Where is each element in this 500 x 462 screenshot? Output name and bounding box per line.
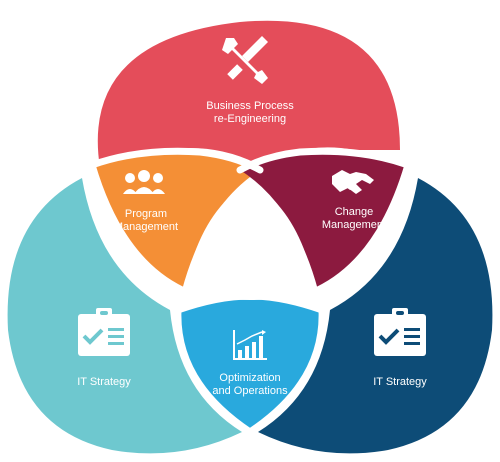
center-area: [184, 182, 316, 300]
program-management-label-line2: Management: [113, 221, 179, 233]
optimization-label: Optimization and Operations: [212, 372, 287, 398]
change-management-label-line2: Management: [321, 219, 387, 231]
segment-business-process: [97, 20, 401, 168]
tools-icon: [222, 36, 268, 84]
optimization-label-line2: and Operations: [212, 385, 288, 397]
business-process-label: Business Process re-Engineering: [206, 100, 293, 126]
handshake-icon: [332, 170, 374, 194]
segment-change-management: [240, 151, 408, 290]
it-strategy-right-label: IT Strategy: [373, 376, 427, 389]
program-management-label-line1: Program: [124, 208, 168, 220]
change-management-label-line1: Change: [334, 206, 374, 218]
program-management-label: Program Management: [114, 208, 178, 234]
optimization-label-line1: Optimization: [219, 372, 281, 384]
it-strategy-left-label: IT Strategy: [77, 376, 131, 389]
it-strategy-left-text: IT Strategy: [77, 376, 131, 388]
business-process-label-line1: Business Process: [206, 100, 294, 112]
segment-program-management: [92, 151, 260, 290]
bar-chart-icon: [233, 330, 267, 360]
clipboard-check-icon-right: [374, 308, 426, 356]
it-strategy-right-text: IT Strategy: [373, 376, 427, 388]
business-process-label-line2: re-Engineering: [213, 113, 287, 125]
team-icon: [123, 170, 165, 194]
change-management-label: Change Management: [322, 206, 386, 232]
clipboard-check-icon-left: [78, 308, 130, 356]
